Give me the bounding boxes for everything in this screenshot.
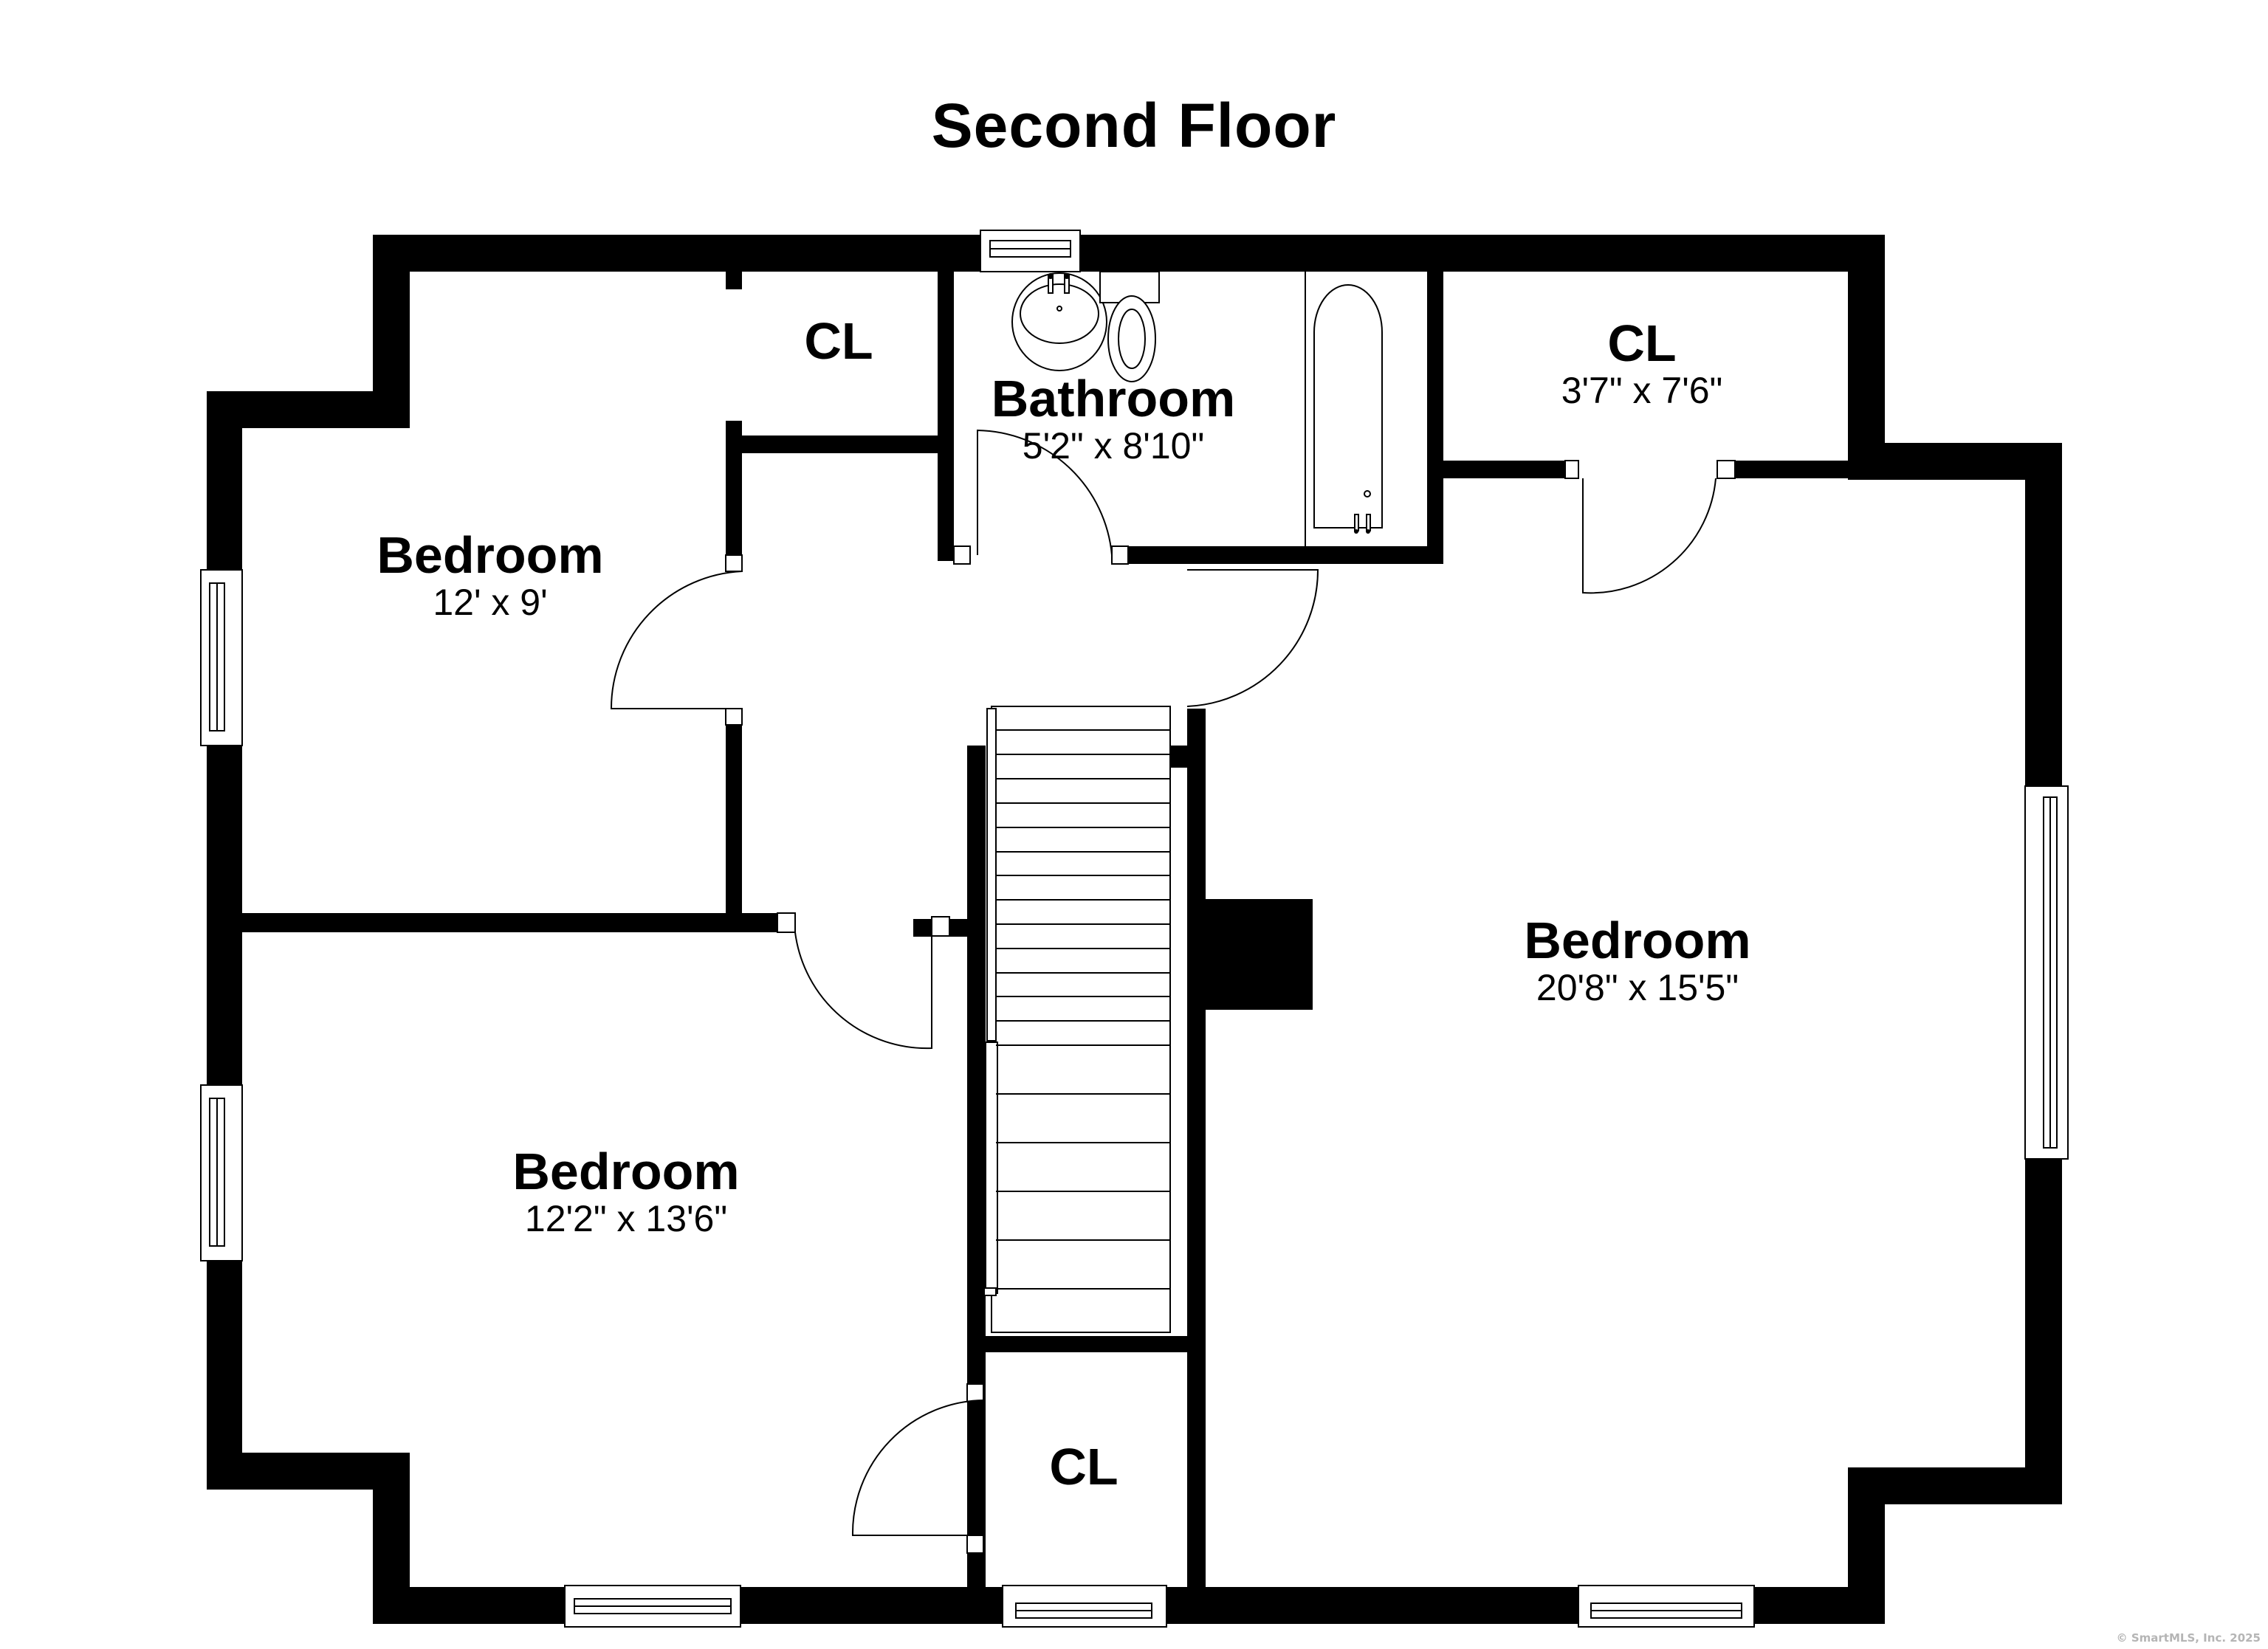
room-dimensions: 12'2" x 13'6" bbox=[524, 1198, 728, 1239]
floor-title: Second Floor bbox=[931, 91, 1337, 160]
door-bathroom bbox=[953, 429, 1129, 565]
room-name: Bathroom bbox=[991, 370, 1236, 427]
room-label-closet-upper-right: CL 3'7" x 7'6" bbox=[1561, 316, 1723, 410]
room-dimensions: 3'7" x 7'6" bbox=[1561, 370, 1723, 411]
staircase bbox=[983, 706, 1171, 1333]
room-name: Bedroom bbox=[1524, 912, 1751, 969]
chimney bbox=[1206, 899, 1313, 1010]
room-label-closet-lower: CL bbox=[1049, 1439, 1118, 1494]
room-name: CL bbox=[1049, 1438, 1118, 1495]
room-label-bedroom-upper-left: Bedroom 12' x 9' bbox=[377, 528, 603, 622]
window-left-lower bbox=[200, 1084, 243, 1261]
room-dimensions: 12' x 9' bbox=[433, 582, 548, 623]
window-top-bathroom bbox=[980, 230, 1081, 272]
bathtub-icon bbox=[1305, 272, 1383, 546]
window-bottom-closet bbox=[1002, 1585, 1167, 1628]
window-left-upper bbox=[200, 569, 243, 746]
room-name: Bedroom bbox=[377, 526, 604, 584]
window-bottom-right bbox=[1578, 1585, 1755, 1628]
room-dimensions: 5'2" x 8'10" bbox=[1022, 425, 1205, 467]
room-label-bedroom-right: Bedroom 20'8" x 15'5" bbox=[1524, 913, 1750, 1008]
windows bbox=[200, 230, 2069, 1628]
room-label-bathroom: Bathroom 5'2" x 8'10" bbox=[992, 371, 1236, 466]
room-label-closet-upper-left: CL bbox=[804, 314, 873, 368]
door-bedroom-right bbox=[1186, 569, 1319, 707]
room-name: Bedroom bbox=[512, 1143, 740, 1200]
interior-walls bbox=[242, 272, 1857, 1594]
stair-treads bbox=[996, 729, 1170, 1290]
room-label-bedroom-lower-left: Bedroom 12'2" x 13'6" bbox=[512, 1144, 739, 1239]
copyright-notice: © SmartMLS, Inc. 2025 bbox=[2116, 1631, 2261, 1645]
toilet-icon bbox=[1099, 271, 1160, 382]
room-dimensions: 20'8" x 15'5" bbox=[1536, 967, 1739, 1008]
room-name: CL bbox=[804, 312, 873, 370]
window-right bbox=[2024, 785, 2069, 1160]
door-closet-lower bbox=[851, 1383, 984, 1554]
door-closet-upper-right bbox=[1564, 460, 1736, 594]
door-bedroom-upper-left bbox=[610, 554, 743, 726]
door-bedroom-lower-left bbox=[777, 912, 950, 1050]
window-bottom-left bbox=[564, 1585, 741, 1628]
room-name: CL bbox=[1607, 314, 1677, 372]
bathroom-fixtures bbox=[1011, 271, 1383, 546]
sink-icon bbox=[1011, 272, 1107, 371]
doors bbox=[610, 429, 1736, 1554]
